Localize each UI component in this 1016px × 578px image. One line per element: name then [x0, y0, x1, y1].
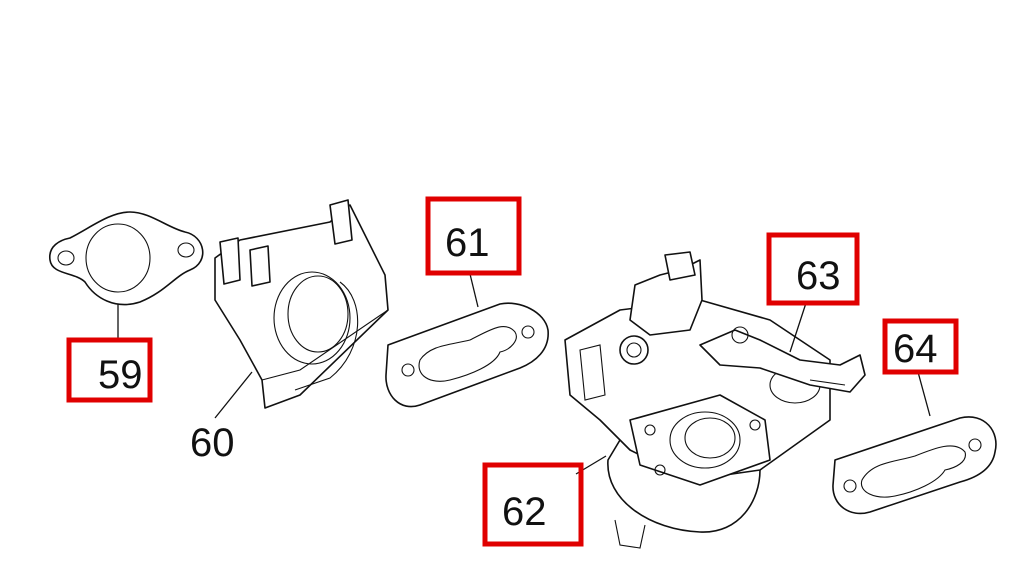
highlight-box-59: [66, 337, 153, 403]
callout-label-63: 63: [796, 254, 841, 298]
part-63-throttle-lever: [699, 326, 866, 393]
callout-label-60: 60: [190, 421, 235, 465]
part-62-carburetor: [564, 251, 831, 549]
highlight-box-61: [425, 196, 522, 276]
leader-60: [214, 371, 253, 419]
part-59-gasket: [49, 211, 204, 306]
callout-label-64: 64: [893, 327, 938, 371]
highlight-box-63: [766, 232, 860, 306]
highlight-box-62: [482, 462, 584, 547]
part-61-gasket: [385, 302, 549, 408]
callout-label-62: 62: [502, 490, 547, 534]
part-60-spacer: [214, 199, 389, 409]
callout-label-61: 61: [445, 221, 490, 265]
highlight-box-64: [882, 318, 959, 375]
part-64-gasket: [832, 416, 997, 515]
callout-label-59: 59: [98, 353, 143, 397]
leader-61: [469, 273, 479, 308]
leader-64: [917, 371, 931, 417]
leader-63: [789, 302, 807, 353]
